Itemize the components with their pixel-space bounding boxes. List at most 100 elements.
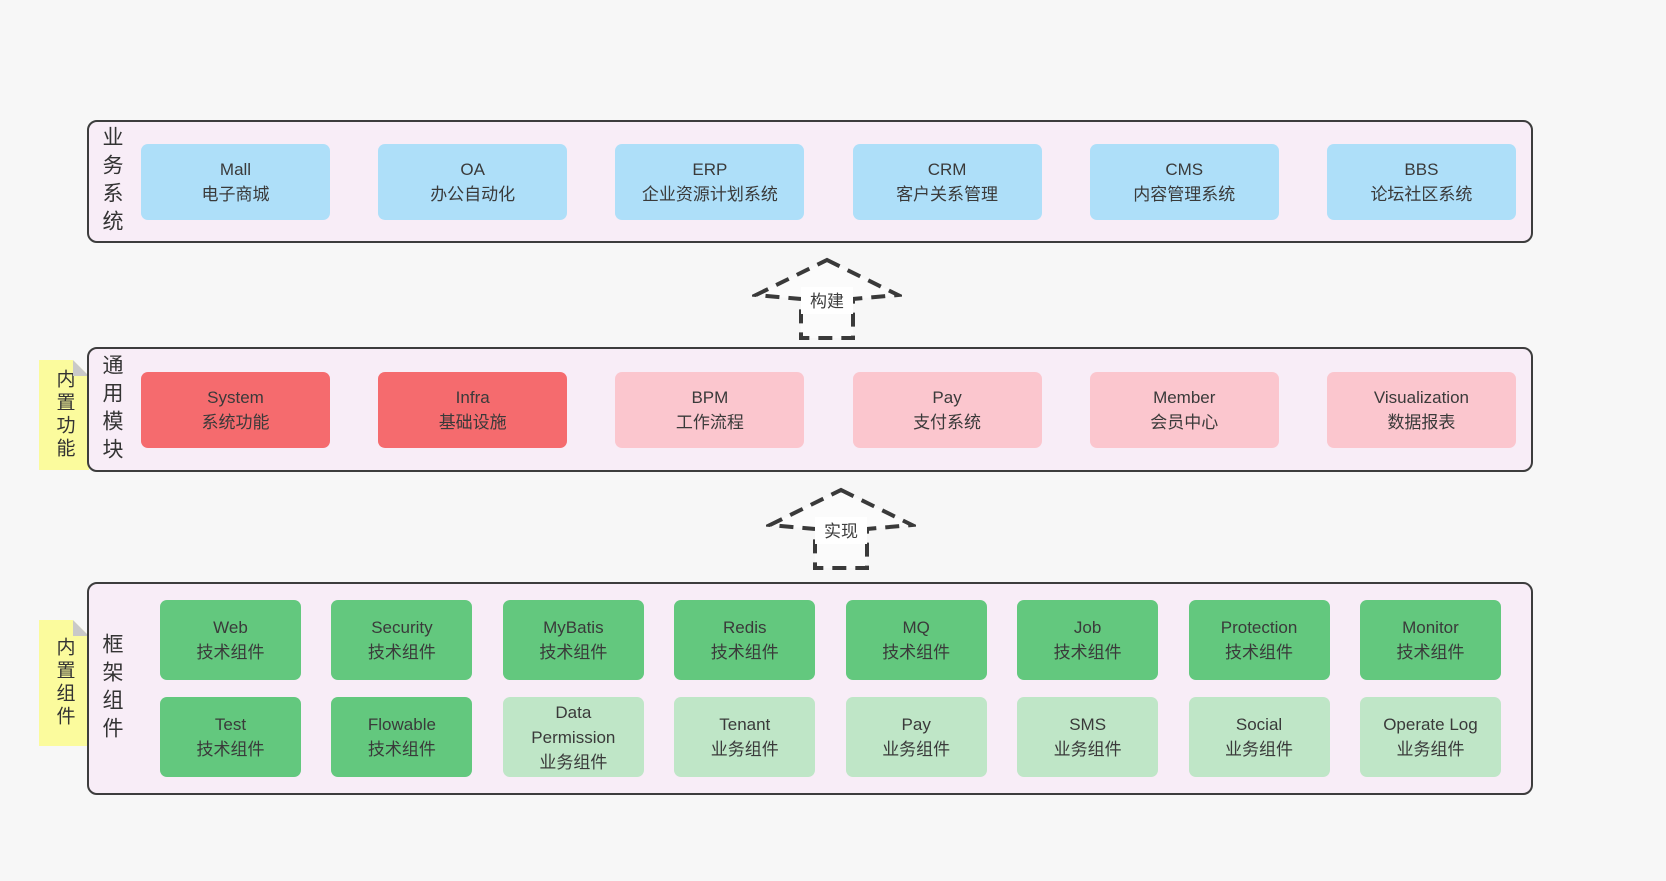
box-subtitle: 技术组件 [1225,643,1294,662]
box-subtitle: 技术组件 [1396,643,1465,662]
box-pay-module: Pay 支付系统 [852,371,1042,448]
box-infra: Infra 基础设施 [378,371,568,448]
box-monitor: Monitor 技术组件 [1359,600,1501,680]
box-title: Web [213,618,248,637]
note-label: 内置组件 [53,637,75,729]
box-subtitle: 技术组件 [196,643,265,662]
box-subtitle: 业务组件 [539,752,608,772]
box-title: Flowable [367,715,436,734]
box-sms: SMS 业务组件 [1017,697,1159,777]
arrow-build-label: 构建 [810,292,844,311]
box-title: Test [214,715,247,734]
box-title: CRM [927,159,967,179]
box-subtitle: 技术组件 [367,740,436,759]
box-crm: CRM 客户关系管理 [852,143,1042,220]
box-title: Data Permission [531,702,616,747]
box-title: MyBatis [543,618,604,637]
box-oa: OA 办公自动化 [378,143,568,220]
box-redis: Redis 技术组件 [674,600,816,680]
panel-business-systems: 业务系统 Mall 电子商城 OA 办公自动化 ERP 企业资源计划系统 CRM… [87,120,1533,243]
components-rows: Web 技术组件 Security 技术组件 MyBatis 技术组件 Redi… [122,600,1531,777]
box-social: Social 业务组件 [1188,697,1330,777]
business-box-row: Mall 电子商城 OA 办公自动化 ERP 企业资源计划系统 CRM 客户关系… [122,143,1531,220]
note-label: 内置功能 [53,369,75,461]
box-title: Mall [219,159,252,179]
box-pay-component: Pay 业务组件 [845,697,987,777]
box-subtitle: 办公自动化 [430,184,516,204]
sticky-note-builtin-features: 内置功能 [39,360,89,470]
dashed-up-arrow-icon: 实现 [762,487,920,570]
box-mall: Mall 电子商城 [141,143,330,220]
box-visualization: Visualization 数据报表 [1326,371,1516,448]
box-subtitle: 工作流程 [675,412,744,432]
components-row-2: Test 技术组件 Flowable 技术组件 Data Permission … [141,697,1516,777]
box-cms: CMS 内容管理系统 [1089,143,1279,220]
panel-label-modules: 通用模块 [100,353,123,466]
box-test: Test 技术组件 [160,697,301,777]
box-subtitle: 技术组件 [1053,643,1122,662]
box-subtitle: 数据报表 [1387,412,1456,432]
box-operate-log: Operate Log 业务组件 [1359,697,1501,777]
box-title: Security [371,618,433,637]
box-security: Security 技术组件 [331,600,473,680]
panel-label-components: 框架组件 [100,632,123,745]
box-title: System [207,387,264,407]
box-title: CMS [1165,159,1204,179]
dashed-up-arrow-icon: 构建 [748,257,906,340]
box-subtitle: 系统功能 [201,412,270,432]
panel-framework-components: 框架组件 Web 技术组件 Security 技术组件 MyBatis 技术组件… [87,582,1533,795]
box-title: Visualization [1373,387,1469,407]
box-subtitle: 企业资源计划系统 [641,184,778,204]
box-subtitle: 内容管理系统 [1133,184,1236,204]
box-subtitle: 业务组件 [1396,740,1465,759]
box-member: Member 会员中心 [1089,371,1279,448]
modules-box-row: System 系统功能 Infra 基础设施 BPM 工作流程 Pay 支付系统… [122,371,1531,448]
box-title: Monitor [1402,618,1459,637]
box-job: Job 技术组件 [1017,600,1159,680]
box-erp: ERP 企业资源计划系统 [615,143,805,220]
box-title: BBS [1404,159,1439,179]
panel-label-business: 业务系统 [100,125,123,238]
box-subtitle: 支付系统 [913,412,982,432]
box-subtitle: 会员中心 [1150,412,1219,432]
box-subtitle: 客户关系管理 [896,184,999,204]
box-subtitle: 技术组件 [539,643,608,662]
arrow-build: 构建 [748,256,906,347]
box-subtitle: 业务组件 [1053,740,1122,759]
box-mybatis: MyBatis 技术组件 [502,600,644,680]
box-title: Member [1153,387,1216,407]
box-subtitle: 论坛社区系统 [1370,184,1473,204]
box-bpm: BPM 工作流程 [615,371,805,448]
box-title: ERP [692,159,728,179]
box-system: System 系统功能 [141,371,330,448]
box-data-permission: Data Permission 业务组件 [502,697,644,777]
box-title: BPM [691,387,729,407]
box-title: SMS [1069,715,1107,734]
box-subtitle: 电子商城 [201,184,270,204]
box-subtitle: 技术组件 [196,740,265,759]
box-bbs: BBS 论坛社区系统 [1326,143,1516,220]
box-title: OA [460,159,485,179]
box-subtitle: 技术组件 [710,643,779,662]
box-protection: Protection 技术组件 [1188,600,1330,680]
box-title: Operate Log [1383,715,1478,734]
panel-common-modules: 通用模块 System 系统功能 Infra 基础设施 BPM 工作流程 Pay… [87,347,1533,472]
box-title: Social [1235,715,1283,734]
box-web: Web 技术组件 [160,600,301,680]
box-subtitle: 业务组件 [710,740,779,759]
box-title: Job [1073,618,1102,637]
box-title: Pay [932,387,962,407]
box-title: MQ [902,618,930,637]
box-subtitle: 业务组件 [1225,740,1294,759]
arrow-implement-label: 实现 [824,522,858,541]
box-flowable: Flowable 技术组件 [331,697,473,777]
box-subtitle: 基础设施 [438,412,507,432]
box-title: Redis [723,618,767,637]
box-title: Pay [901,715,931,734]
box-title: Protection [1220,618,1298,637]
box-title: Tenant [719,715,771,734]
box-subtitle: 技术组件 [882,643,951,662]
sticky-note-builtin-components: 内置组件 [39,620,89,746]
box-subtitle: 技术组件 [367,643,436,662]
